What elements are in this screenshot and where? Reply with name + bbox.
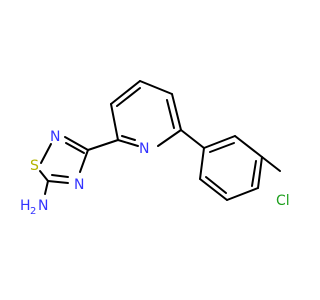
atom-sulfur: S bbox=[30, 158, 39, 174]
bond-c3-n4 bbox=[79, 149, 89, 173]
bond-py-c5-c6 bbox=[171, 93, 182, 131]
bond-ph-4-5 bbox=[226, 187, 259, 201]
bond-pyc6-ph1 bbox=[180, 129, 205, 149]
bond-py-c3-c4-double bbox=[116, 87, 141, 107]
bond-py-n1-c2 bbox=[117, 139, 139, 147]
atom-amine-h-count: 2 bbox=[30, 206, 36, 217]
molecule-canvas: S N N N H 2 N Cl bbox=[20, 80, 290, 217]
atom-pyridine-n: N bbox=[139, 141, 149, 157]
bond-s1-n2 bbox=[40, 143, 52, 164]
bond-ph-1-2-double bbox=[209, 142, 235, 153]
bond-ph-5-6 bbox=[199, 178, 228, 201]
bond-py-n1-c2-double bbox=[121, 135, 136, 141]
bond-ph-3-4 bbox=[257, 156, 263, 189]
atom-amine-n: N bbox=[38, 198, 48, 214]
atom-thiadiazole-n4: N bbox=[74, 177, 84, 193]
amine-group: H 2 N bbox=[20, 198, 48, 217]
atom-thiadiazole-n2: N bbox=[50, 129, 60, 145]
bond-c5-nh2 bbox=[44, 180, 49, 195]
bond-n2-c3 bbox=[64, 136, 89, 151]
bond-ph4-cl bbox=[261, 156, 281, 172]
bond-py-c3-c4 bbox=[110, 80, 141, 105]
bond-n4-c5 bbox=[47, 180, 69, 184]
bond-ph-6-1 bbox=[199, 147, 205, 180]
bond-n4-c5-double bbox=[51, 174, 69, 178]
bond-group bbox=[39, 80, 281, 201]
atom-chlorine: Cl bbox=[276, 193, 290, 209]
bond-py-c2-c3 bbox=[110, 103, 119, 141]
bond-c5-s1 bbox=[39, 170, 49, 182]
bond-py-c6-n1 bbox=[157, 129, 182, 147]
atom-amine-h: H bbox=[20, 198, 31, 214]
bond-ph-1-2 bbox=[203, 135, 236, 149]
bond-ph-2-3 bbox=[234, 135, 263, 158]
bond-ph-5-6-double bbox=[205, 176, 227, 194]
bond-c3-pyc2 bbox=[87, 139, 119, 151]
bond-n2-c3-double bbox=[65, 142, 85, 154]
bond-py-c4-c5 bbox=[139, 80, 173, 95]
bond-py-c5-c6-double bbox=[166, 99, 175, 129]
structure-diagram: S N N N H 2 N Cl bbox=[20, 80, 290, 217]
bond-ph-3-4-double bbox=[251, 160, 257, 187]
